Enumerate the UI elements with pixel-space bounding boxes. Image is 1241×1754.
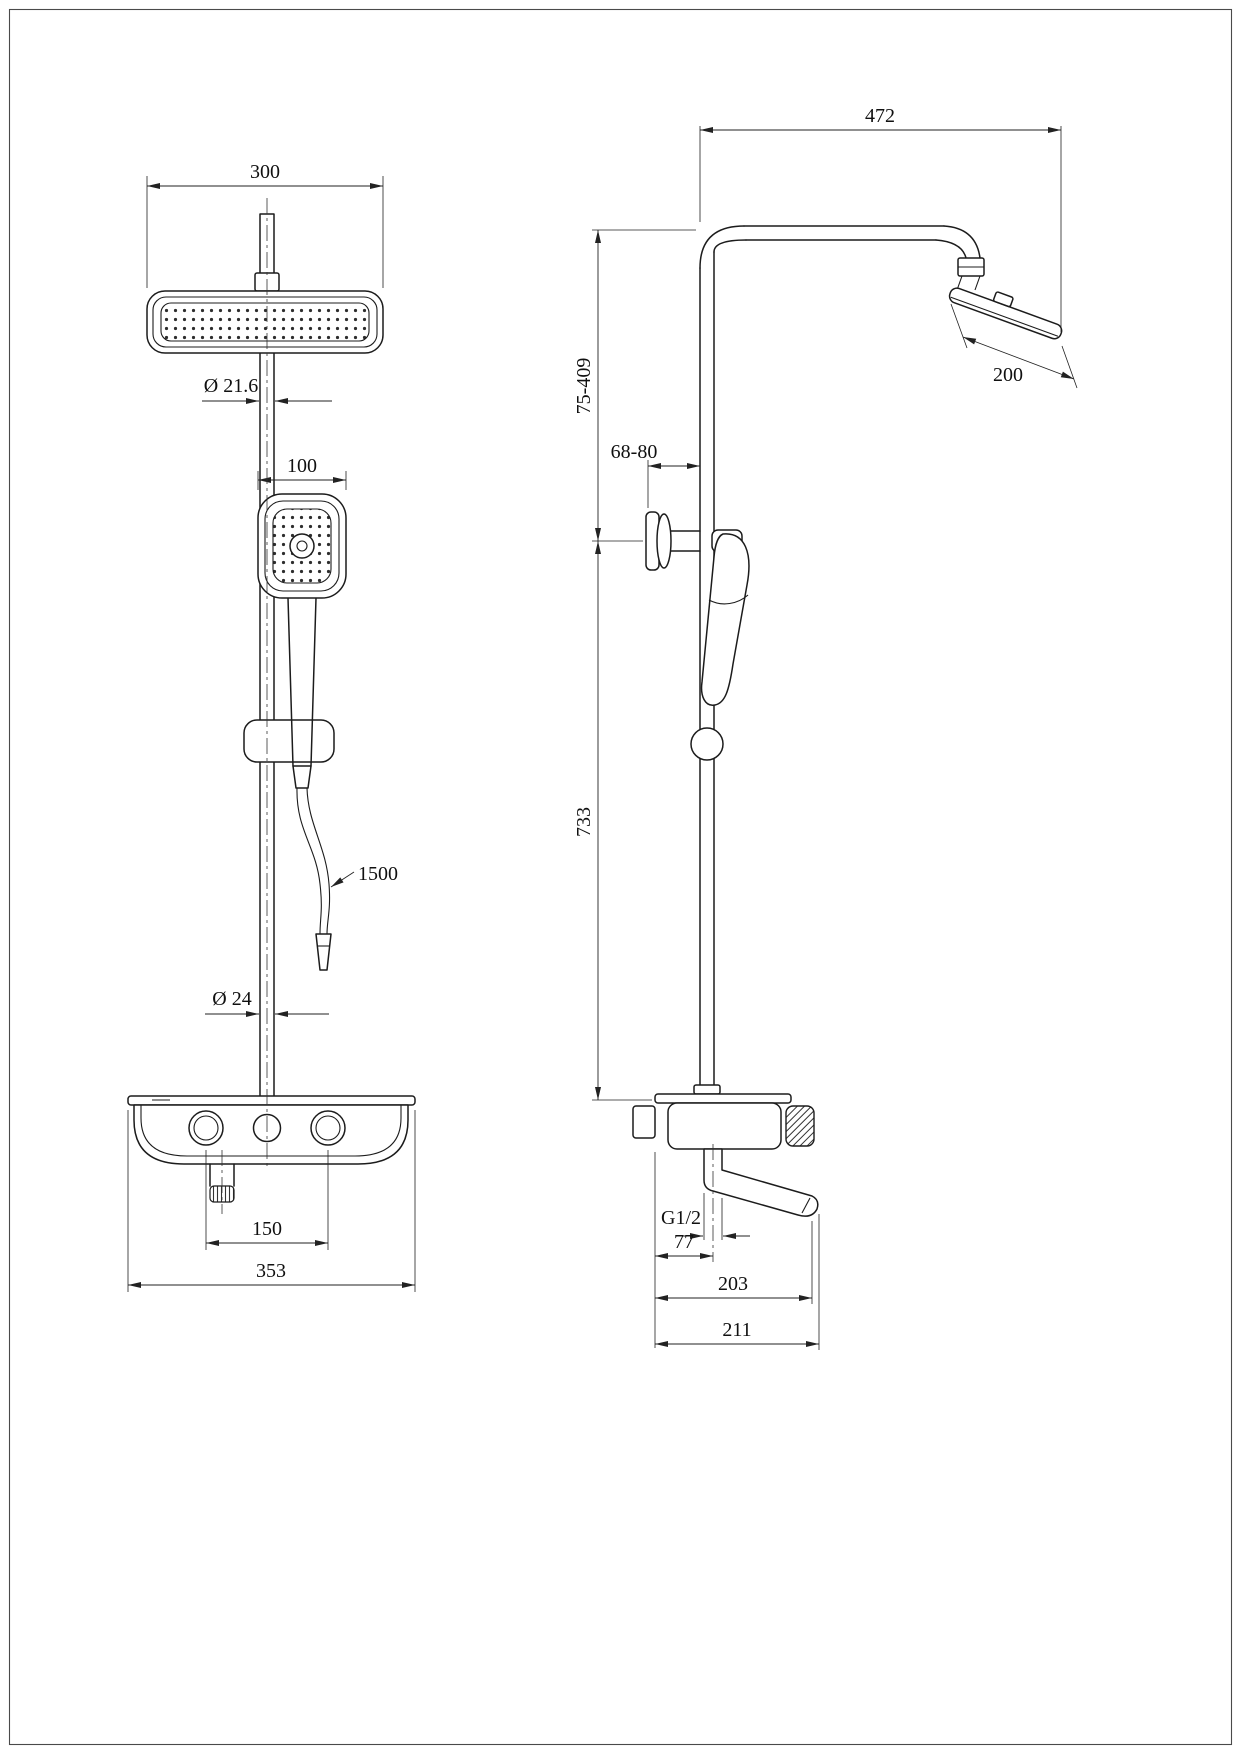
side-hand-shower <box>700 529 750 706</box>
dim-front-hand-shower-width: 100 <box>257 455 347 490</box>
side-column-height-label: 733 <box>573 807 595 837</box>
dim-side-height-range: 75-409 <box>573 229 696 542</box>
side-arm-reach-label: 472 <box>865 105 895 127</box>
front-tub-spout <box>209 1163 235 1203</box>
dim-front-lower-pipe-diameter: Ø 24 <box>205 988 329 1017</box>
front-view: 300 Ø 21.6 100 1500 Ø 24 150 <box>127 161 416 1292</box>
front-hand-shower-width-label: 100 <box>287 455 317 477</box>
side-overall-depth-label: 211 <box>722 1319 751 1341</box>
side-height-range-label: 75-409 <box>573 358 595 415</box>
front-centerlines <box>221 198 268 1214</box>
front-head-width-label: 300 <box>250 161 280 183</box>
dim-side-thread: G1/2 <box>661 1193 750 1240</box>
dim-front-riser-diameter: Ø 21.6 <box>202 375 332 404</box>
side-wall-bracket <box>645 511 701 571</box>
front-riser-diameter-label: Ø 21.6 <box>204 375 258 397</box>
front-knob-spacing-label: 150 <box>252 1218 282 1240</box>
side-tub-spout <box>703 1148 819 1217</box>
front-lower-pipe-diameter-label: Ø 24 <box>212 988 251 1010</box>
front-slider-clamp <box>243 719 335 763</box>
dim-side-overall-depth: 211 <box>655 1214 820 1350</box>
drawing-frame <box>8 8 1233 1746</box>
dim-side-spout-offset: 77 <box>654 1152 713 1348</box>
side-mixer-body <box>632 1084 815 1150</box>
front-hand-shower <box>257 493 347 789</box>
dim-front-deck-width: 353 <box>127 1110 416 1292</box>
dim-front-head-width: 300 <box>146 161 384 288</box>
side-bracket-range-label: 68-80 <box>611 441 658 463</box>
front-hose-length-label: 1500 <box>358 863 398 885</box>
side-rain-shower-head <box>948 287 1063 340</box>
side-riser-pipe <box>699 225 985 1086</box>
dim-side-arm-reach: 472 <box>699 105 1062 332</box>
dim-side-head-size: 200 <box>950 303 1078 389</box>
side-spout-offset-label: 77 <box>674 1231 694 1253</box>
side-view: 472 75-409 68-80 200 733 G1/2 <box>573 105 1078 1350</box>
side-slider-ring <box>690 727 724 761</box>
dim-front-knob-spacing: 150 <box>205 1150 329 1250</box>
front-deck-width-label: 353 <box>256 1260 286 1282</box>
front-hose <box>296 787 332 971</box>
dim-front-hose-length: 1500 <box>330 863 398 888</box>
dim-side-spout-reach: 203 <box>655 1221 813 1304</box>
side-head-size-label: 200 <box>993 364 1023 386</box>
side-spout-reach-label: 203 <box>718 1273 748 1295</box>
dim-side-column-height: 733 <box>573 541 652 1101</box>
front-rain-shower-head <box>146 290 384 354</box>
dim-side-bracket-range: 68-80 <box>611 441 700 508</box>
side-thread-label: G1/2 <box>661 1207 701 1229</box>
